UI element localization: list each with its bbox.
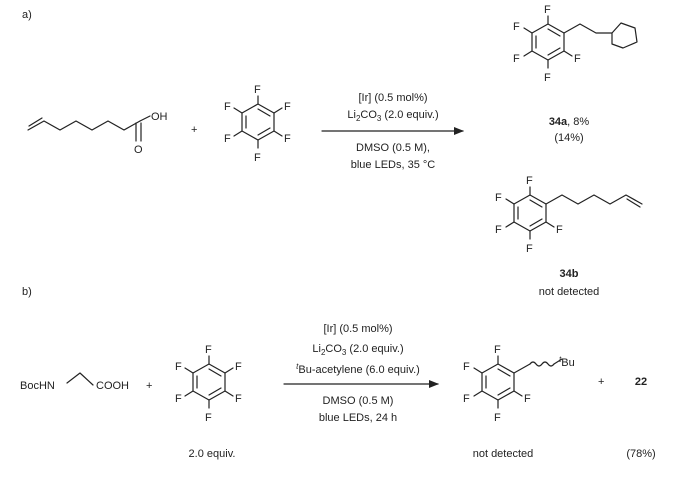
tert-butyl-label: tBu xyxy=(559,355,575,369)
hexafluorobenzene-b: F F F F F F xyxy=(175,344,242,424)
fluorine-label: F xyxy=(224,101,231,113)
byproduct-22-yield: (78%) xyxy=(626,448,655,460)
base-label-a: Li2CO3 (2.0 equiv.) xyxy=(347,109,438,123)
alkenyl-product-structure: F F F F F tBu xyxy=(463,344,575,424)
fluorine-label: F xyxy=(235,393,242,405)
product-34b-label: 34b xyxy=(560,268,579,280)
conditions-a: [Ir] (0.5 mol%) Li2CO3 (2.0 equiv.) DMSO… xyxy=(347,92,438,171)
fluorine-label: F xyxy=(205,344,212,356)
alkenyl-product-note: not detected xyxy=(473,448,534,460)
fluorine-label: F xyxy=(544,4,551,16)
alkyne-label-b: tBu-acetylene (6.0 equiv.) xyxy=(296,362,420,376)
light-label-b: blue LEDs, 24 h xyxy=(319,412,397,424)
product-34b-note: not detected xyxy=(539,286,600,298)
pfb-equiv-label: 2.0 equiv. xyxy=(189,448,236,460)
fluorine-label: F xyxy=(513,53,520,65)
fluorine-label: F xyxy=(224,133,231,145)
light-label-a: blue LEDs, 35 °C xyxy=(351,159,436,171)
fluorine-label: F xyxy=(175,393,182,405)
catalyst-label-a: [Ir] (0.5 mol%) xyxy=(358,92,427,104)
base-label-b: Li2CO3 (2.0 equiv.) xyxy=(312,343,403,357)
part-a-label: a) xyxy=(22,9,32,21)
fluorine-label: F xyxy=(463,393,470,405)
catalyst-label-b: [Ir] (0.5 mol%) xyxy=(323,323,392,335)
hexafluorobenzene-a: F F F F F F xyxy=(224,84,291,164)
heptenoic-acid-structure: OH O xyxy=(27,111,168,156)
fluorine-label: F xyxy=(574,53,581,65)
carboxylic-acid-label: COOH xyxy=(96,380,129,392)
fluorine-label: F xyxy=(495,192,502,204)
product-34a-yield2: (14%) xyxy=(554,132,583,144)
fluorine-label: F xyxy=(513,21,520,33)
carbonyl-oxygen-label: O xyxy=(134,144,143,156)
fluorine-label: F xyxy=(254,152,261,164)
part-b-label: b) xyxy=(22,286,32,298)
fluorine-label: F xyxy=(175,361,182,373)
hydroxyl-label: OH xyxy=(151,111,168,123)
byproduct-22-label: 22 xyxy=(635,376,647,388)
fluorine-label: F xyxy=(463,361,470,373)
fluorine-label: F xyxy=(495,224,502,236)
fluorine-label: F xyxy=(284,101,291,113)
conditions-b: [Ir] (0.5 mol%) Li2CO3 (2.0 equiv.) tBu-… xyxy=(296,323,420,424)
fluorine-label: F xyxy=(494,344,501,356)
fluorine-label: F xyxy=(556,224,563,236)
fluorine-label: F xyxy=(524,393,531,405)
plus-sign-b2: + xyxy=(598,376,604,388)
fluorine-label: F xyxy=(235,361,242,373)
fluorine-label: F xyxy=(526,175,533,187)
fluorine-label: F xyxy=(254,84,261,96)
solvent-label-b: DMSO (0.5 M) xyxy=(323,395,394,407)
fluorine-label: F xyxy=(284,133,291,145)
boc-glycine-structure: BocHN COOH xyxy=(20,372,129,392)
product-34a-label: 34a, 8% xyxy=(549,116,590,128)
fluorine-label: F xyxy=(544,72,551,84)
plus-sign-b1: + xyxy=(146,380,152,392)
fluorine-label: F xyxy=(205,412,212,424)
product-34b-structure: F F F F F xyxy=(495,175,643,255)
product-34a-structure: F F F F F xyxy=(513,4,638,84)
plus-sign-a: + xyxy=(191,124,197,136)
fluorine-label: F xyxy=(494,412,501,424)
boc-amine-label: BocHN xyxy=(20,380,55,392)
fluorine-label: F xyxy=(526,243,533,255)
solvent-label-a: DMSO (0.5 M), xyxy=(356,142,430,154)
